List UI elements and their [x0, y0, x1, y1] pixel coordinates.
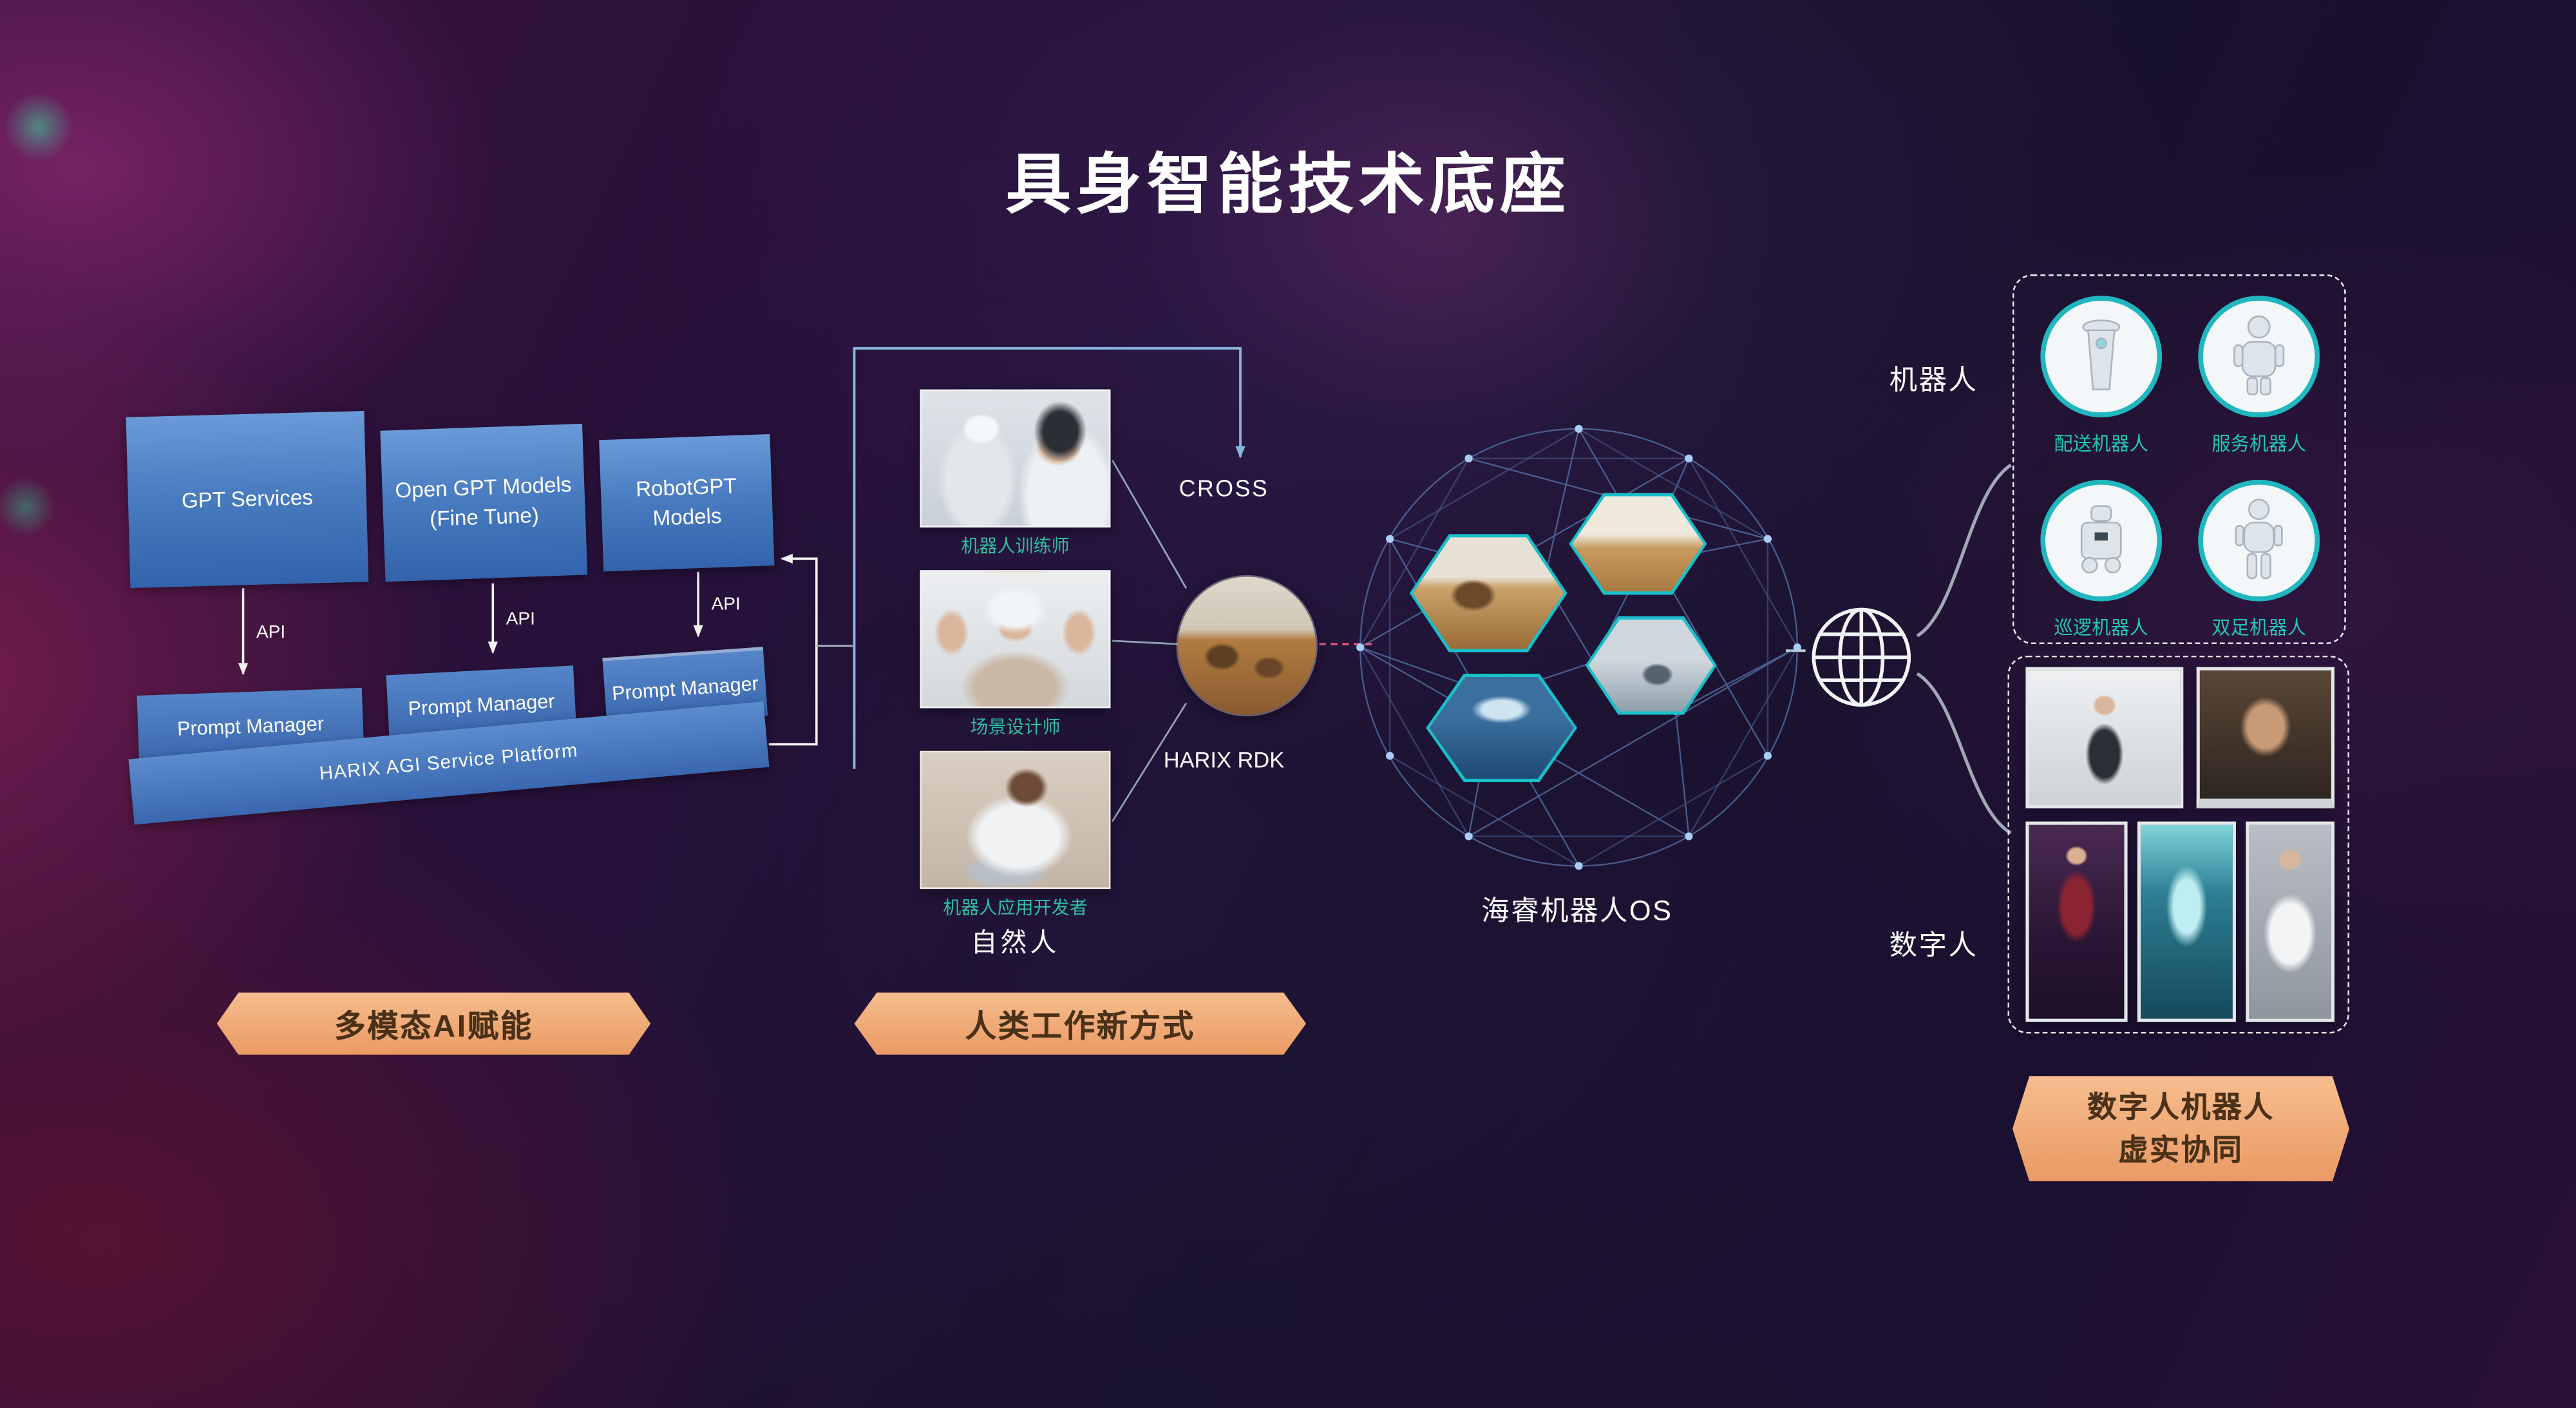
biped-robot-label: 双足机器人 [2211, 619, 2306, 640]
banner-virtual-real-synergy: 数字人机器人 虚实协同 [2012, 1076, 2349, 1182]
service-robot-image [2198, 296, 2320, 417]
robot-trainer-label: 机器人训练师 [961, 537, 1070, 557]
os-scene-hex-2 [1569, 493, 1707, 595]
delivery-robot-image [2040, 296, 2163, 417]
digital-human-kiosk-image [2137, 821, 2236, 1022]
robots-group-label: 机器人 [1889, 365, 1978, 396]
biped-robot-icon [2235, 499, 2283, 580]
api-label-1: API [256, 622, 286, 643]
patrol-robot-image [2040, 479, 2163, 602]
open-gpt-models-label: Open GPT Models (Fine Tune) [394, 472, 573, 531]
robotgpt-models-box: RobotGPT Models [599, 434, 775, 572]
robot-trainer-photo [920, 389, 1111, 528]
digital-human-hostess-image [2025, 821, 2128, 1022]
cross-label: CROSS [1179, 475, 1269, 502]
digital-human-screen-image [2025, 667, 2184, 809]
service-robot-icon [2233, 315, 2285, 395]
gpt-services-label: GPT Services [181, 484, 314, 513]
harix-rdk-image [1178, 576, 1316, 715]
gpt-services-box: GPT Services [126, 411, 369, 588]
scene-designer-photo [920, 570, 1111, 709]
service-robot-label: 服务机器人 [2211, 435, 2306, 455]
os-scene-hex-1 [1409, 534, 1567, 652]
os-scene-hex-4 [1426, 673, 1577, 783]
natural-person-label: 自然人 [971, 929, 1060, 958]
banner-new-work-style: 人类工作新方式 [854, 992, 1307, 1055]
patrol-robot-icon [2080, 505, 2122, 574]
globe-icon [1812, 607, 1911, 707]
harix-os-label: 海睿机器人OS [1481, 895, 1673, 927]
robotgpt-models-label: RobotGPT Models [635, 473, 737, 531]
digital-human-laptop-image [2196, 667, 2334, 809]
banner-virtual-real-line1: 数字人机器人 [2087, 1090, 2275, 1124]
digital-humans-group-label: 数字人 [1889, 929, 1978, 962]
app-developer-label: 机器人应用开发者 [943, 899, 1088, 919]
api-label-3: API [711, 595, 741, 615]
scene-designer-label: 场景设计师 [970, 718, 1061, 738]
page-title: 具身智能技术底座 [1005, 149, 1571, 222]
banner-virtual-real-line2: 虚实协同 [2118, 1134, 2244, 1167]
digital-humans-panel [2007, 655, 2349, 1034]
api-label-2: API [506, 609, 535, 630]
patrol-robot-label: 巡逻机器人 [2054, 619, 2149, 640]
robots-panel [2012, 274, 2346, 644]
biped-robot-image [2198, 479, 2320, 602]
open-gpt-models-box: Open GPT Models (Fine Tune) [380, 423, 588, 582]
digital-human-boy-image [2246, 821, 2334, 1022]
app-developer-photo [920, 750, 1111, 890]
delivery-robot-label: 配送机器人 [2054, 435, 2149, 455]
harix-rdk-label: HARIX RDK [1163, 747, 1285, 772]
delivery-robot-icon [2082, 319, 2121, 390]
network-sphere [1356, 424, 1801, 870]
banner-multimodal-ai: 多模态AI赋能 [216, 992, 651, 1055]
